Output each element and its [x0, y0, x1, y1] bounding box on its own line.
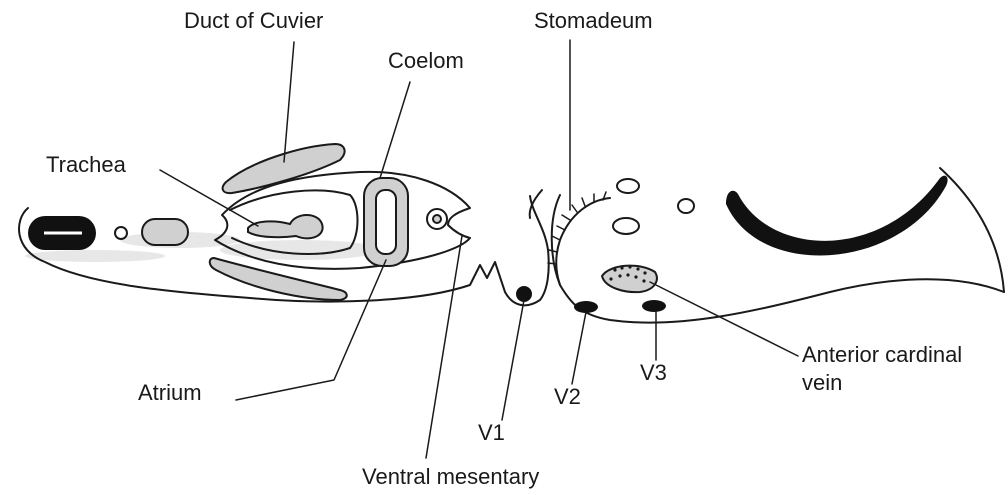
leader-v2 — [572, 312, 586, 384]
leader-anterior-cardinal-vein — [650, 282, 798, 356]
head-circle-1 — [617, 179, 639, 193]
head-circle-2 — [678, 199, 694, 213]
trachea-shape — [248, 215, 323, 238]
label-v1: V1 — [478, 420, 505, 445]
v2-vessel — [574, 301, 598, 313]
label-ventral-mesentary: Ventral mesentary — [362, 464, 539, 489]
atrium-lumen — [376, 190, 396, 254]
stippled-oval-left — [142, 219, 188, 245]
stomadeum-wall-right — [556, 198, 610, 285]
label-anterior-cardinal-vein-line2: vein — [802, 370, 842, 395]
v3-vessel — [642, 300, 666, 312]
label-v2: V2 — [554, 384, 581, 409]
label-duct-of-cuvier: Duct of Cuvier — [184, 8, 323, 33]
head-outline — [940, 168, 1004, 292]
duct-of-cuvier-upper — [223, 144, 345, 193]
small-circle-left — [115, 227, 127, 239]
label-stomadeum: Stomadeum — [534, 8, 653, 33]
label-v3: V3 — [640, 360, 667, 385]
label-trachea: Trachea — [46, 152, 127, 177]
label-anterior-cardinal-vein-line1: Anterior cardinal — [802, 342, 962, 367]
body-outline-right — [552, 195, 1004, 323]
head-circle-3 — [613, 218, 639, 234]
leader-ventral-mesentary — [426, 236, 462, 458]
leader-duct-of-cuvier — [284, 42, 294, 162]
head-crescent — [726, 176, 948, 256]
label-coelom: Coelom — [388, 48, 464, 73]
label-atrium: Atrium — [138, 380, 202, 405]
leader-v1 — [502, 300, 524, 420]
small-vessel-ring-inner — [433, 215, 441, 223]
leader-coelom — [380, 82, 410, 178]
